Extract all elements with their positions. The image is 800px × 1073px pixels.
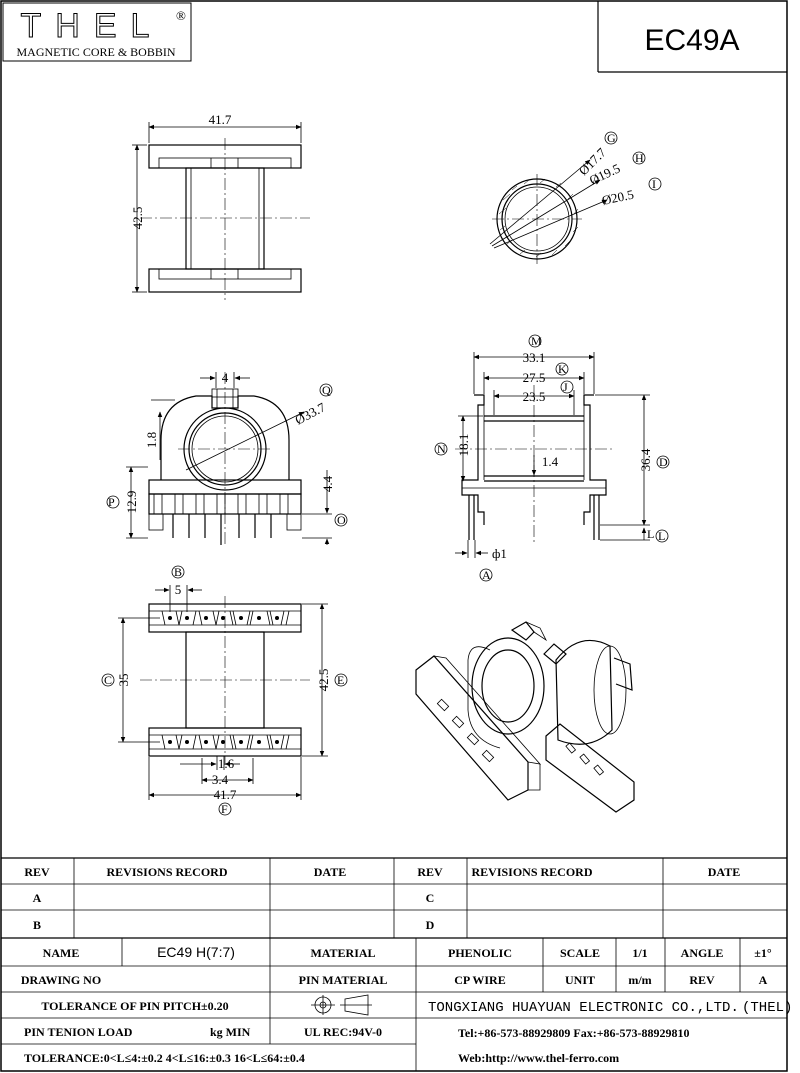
letter-b: B <box>174 565 182 579</box>
company-name: TONGXIANG HUAYUAN ELECTRONIC CO.,LTD. <box>428 1000 739 1016</box>
letter-h: H <box>635 151 644 165</box>
letter-j: J <box>563 380 568 394</box>
dim-j-width: 23.5 <box>523 389 546 404</box>
rev-header-right: REV <box>417 865 443 879</box>
dim-p-height: 12.9 <box>124 491 139 514</box>
rev-label: REV <box>689 973 715 987</box>
rev-a: A <box>33 891 42 905</box>
record-header-right: REVISIONS RECORD <box>471 865 592 879</box>
date-header-right: DATE <box>708 865 740 879</box>
letter-f: F <box>221 802 228 816</box>
angle-label: ANGLE <box>681 946 724 960</box>
ul-rating: UL REC:94V-0 <box>304 1025 382 1039</box>
tolerance-text: TOLERANCE:0<L≤4:±0.2 4<L≤16:±0.3 16<L≤64… <box>24 1051 305 1065</box>
rev-header-left: REV <box>24 865 50 879</box>
rev-value: A <box>759 973 768 987</box>
dim-n-height: 18.1 <box>456 434 471 457</box>
logo-block: THEL ® MAGNETIC CORE & BOBBIN <box>2 2 192 62</box>
letter-q: Q <box>322 383 331 397</box>
dim-b-pitch: 5 <box>175 582 182 597</box>
dim-k-width: 27.5 <box>523 370 546 385</box>
material-label: MATERIAL <box>310 946 375 960</box>
part-number: EC49A <box>644 24 739 57</box>
dim-slot-pitch: 3.4 <box>212 772 229 787</box>
record-header-left: REVISIONS RECORD <box>106 865 227 879</box>
dim-m-width: 33.1 <box>523 350 546 365</box>
company-web: Web:http://www.thel-ferro.com <box>458 1051 619 1065</box>
dim-tab-width: 4 <box>222 370 229 385</box>
letter-m: M <box>531 334 542 348</box>
dim-pin-diameter: ф1 <box>492 546 507 561</box>
rev-c: C <box>426 891 435 905</box>
material-value: PHENOLIC <box>448 946 512 960</box>
tolerance-pin-pitch: TOLERANCE OF PIN PITCH±0.20 <box>41 999 228 1013</box>
pin-tension-unit: kg MIN <box>210 1025 251 1039</box>
rev-d: D <box>426 918 435 932</box>
unit-value: m/m <box>628 973 651 987</box>
title-block: REV REVISIONS RECORD DATE REV REVISIONS … <box>1 857 792 1071</box>
letter-e: E <box>337 673 344 687</box>
name-value: EC49 H(7:7) <box>157 944 235 960</box>
letter-a: A <box>482 568 491 582</box>
pin-tension-label: PIN TENION LOAD <box>24 1025 133 1039</box>
logo-subtitle: MAGNETIC CORE & BOBBIN <box>16 45 175 59</box>
dim-e-height: 42.5 <box>316 669 331 692</box>
letter-o: O <box>337 513 346 527</box>
scale-label: SCALE <box>560 946 600 960</box>
dim-flange-thickness: 1.8 <box>144 432 159 448</box>
letter-n: N <box>437 442 446 456</box>
dim-slot-width: 1.6 <box>218 756 235 771</box>
company-short: (THEL) <box>742 1000 792 1016</box>
dim-front-q: Ø33.7 <box>292 399 328 428</box>
letter-p: P <box>108 495 115 509</box>
dim-c-height: 35 <box>116 674 131 687</box>
part-number-block: EC49A <box>597 1 787 73</box>
pin-material-label: PIN MATERIAL <box>299 973 388 987</box>
date-header-left: DATE <box>314 865 346 879</box>
letter-k: K <box>558 362 567 376</box>
tube-section-view: Ø17.7 G Ø19.5 H Ø20.5 I <box>489 131 662 264</box>
letter-d: D <box>659 455 668 469</box>
isometric-view <box>415 621 635 813</box>
dim-f-width: 41.7 <box>214 787 237 802</box>
front-view: 4 Ø33.7 Q 1.8 12.9 P 4.4 O <box>106 370 348 545</box>
letter-i: I <box>652 177 656 191</box>
rev-b: B <box>33 918 41 932</box>
name-label: NAME <box>43 946 80 960</box>
company-tel: Tel:+86-573-88929809 Fax:+86-573-8892981… <box>458 1026 690 1040</box>
scale-value: 1/1 <box>632 946 647 960</box>
letter-l: L <box>658 529 665 543</box>
dim-tube-i: Ø20.5 <box>601 187 636 208</box>
unit-label: UNIT <box>565 973 595 987</box>
dim-side-width: 41.7 <box>209 112 232 127</box>
dim-l-label: L <box>647 527 654 541</box>
dim-d-height: 36.4 <box>638 448 653 471</box>
angle-value: ±1° <box>754 946 772 960</box>
side-view: 41.7 42.5 <box>130 112 310 300</box>
drawing-no-label: DRAWING NO <box>21 973 101 987</box>
dim-o-height: 4.4 <box>320 475 335 492</box>
letter-c: C <box>104 673 112 687</box>
top-view: 5 B 35 C 42.5 E 1.6 3.4 41.7 F <box>101 565 348 816</box>
logo-text: THEL <box>21 7 164 45</box>
side-section-view: 33.1 M 27.5 K 23.5 J 18.1 N 1.4 36.4 D <box>434 334 670 582</box>
dim-wall: 1.4 <box>542 454 559 469</box>
dim-side-height: 42.5 <box>130 207 145 230</box>
pin-material-value: CP WIRE <box>454 973 505 987</box>
registered-mark: ® <box>176 8 186 23</box>
letter-g: G <box>607 131 616 145</box>
projection-symbol <box>311 994 372 1016</box>
